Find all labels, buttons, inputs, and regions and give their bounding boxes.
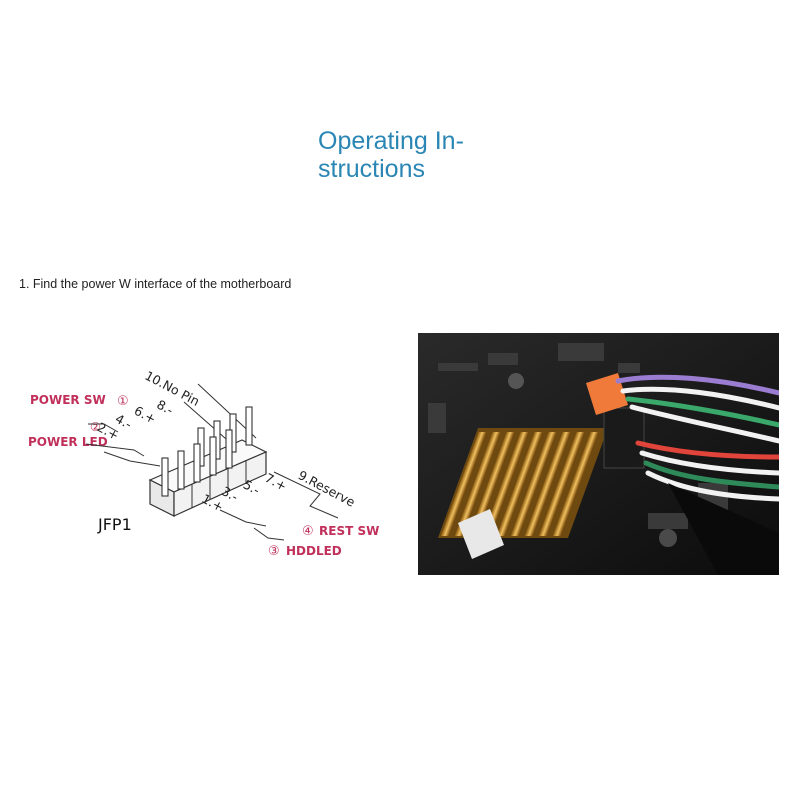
page-title: Operating In- structions <box>318 127 538 183</box>
pin-8-label: 8.- <box>154 397 176 418</box>
power-led-label: POWER LED <box>28 435 108 449</box>
marker-1: ① <box>117 394 129 409</box>
rest-sw-label: REST SW <box>319 524 379 538</box>
hddled-label: HDDLED <box>286 544 342 558</box>
pin-3-label: 3.- <box>219 483 241 504</box>
power-sw-label: POWER SW <box>30 393 106 407</box>
pin-6-label: 6.+ <box>132 403 159 427</box>
connector-name: JFP1 <box>97 515 132 534</box>
step-1-text: 1. Find the power W interface of the mot… <box>19 277 292 291</box>
marker-2: ② <box>90 420 101 434</box>
jfp1-pin-diagram: POWER SW ① ② POWER LED 10.No Pin 8.- 6.+… <box>28 368 379 559</box>
marker-4: ④ <box>302 524 314 539</box>
pin-5-label: 5.- <box>241 477 263 498</box>
connector-pins <box>161 406 253 497</box>
pin-4-label: 4.- <box>113 411 135 432</box>
title-line-1: Operating In- <box>318 127 464 155</box>
pin-9-label: 9.Reserve <box>296 467 358 510</box>
motherboard-photo <box>418 333 779 575</box>
title-line-2: structions <box>318 155 425 183</box>
marker-3: ③ <box>268 544 280 559</box>
